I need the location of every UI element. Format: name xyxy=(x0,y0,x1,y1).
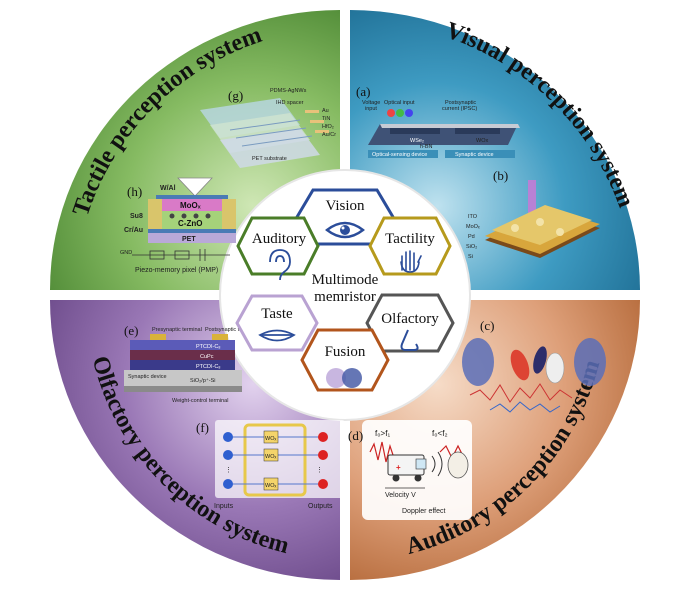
hex-auditory-label: Auditory xyxy=(252,231,307,247)
svg-text:MoOₓ: MoOₓ xyxy=(180,201,201,210)
panel-c: (c) xyxy=(462,318,606,413)
svg-text:WOₓ: WOₓ xyxy=(265,483,276,489)
svg-text:Postsynaptic terminal: Postsynaptic terminal xyxy=(205,327,257,333)
panel-a: (a) Voltage input Optical input Postsyna… xyxy=(356,84,520,158)
svg-text:Velocity V: Velocity V xyxy=(385,492,416,499)
eye-icon xyxy=(325,221,365,239)
svg-text:(f): (f) xyxy=(196,420,209,435)
svg-text:HfO₂: HfO₂ xyxy=(322,124,334,130)
svg-text:h-BN: h-BN xyxy=(420,144,433,150)
nose-icon xyxy=(400,329,419,351)
svg-text:input: input xyxy=(365,106,377,112)
svg-text:W/Al: W/Al xyxy=(160,185,176,192)
svg-text:Pd: Pd xyxy=(468,234,475,240)
hex-tactility: Tactility xyxy=(368,216,452,276)
svg-text:WSe₂: WSe₂ xyxy=(410,138,424,144)
svg-text:(b): (b) xyxy=(493,168,508,183)
svg-text:f₀>f₁: f₀>f₁ xyxy=(375,429,390,438)
svg-text:TiN: TiN xyxy=(322,116,330,122)
svg-text:GND: GND xyxy=(120,250,132,256)
panel-g: (g) PDMS-AgNWs IHD spacer Au TiN HfO₂ Au… xyxy=(200,88,336,168)
svg-text:SiO₂: SiO₂ xyxy=(466,244,477,250)
hex-vision: Vision xyxy=(295,188,395,246)
svg-text:Si: Si xyxy=(468,254,473,260)
hex-taste: Taste xyxy=(235,294,319,352)
svg-text:(c): (c) xyxy=(480,318,494,333)
svg-text:Cr/Au: Cr/Au xyxy=(124,227,143,234)
hex-olfactory-label: Olfactory xyxy=(381,311,439,327)
svg-text:(h): (h) xyxy=(127,184,142,199)
panel-b: (b) ITO MoOₓ Pd SiO₂ Si xyxy=(466,168,600,260)
svg-text:Su8: Su8 xyxy=(130,213,143,220)
svg-text:Au/Cr: Au/Cr xyxy=(322,132,336,138)
svg-text:PTCDI-C₈: PTCDI-C₈ xyxy=(196,344,221,350)
svg-text:(d): (d) xyxy=(348,428,363,443)
center-title-line2: memristor xyxy=(314,289,376,305)
svg-text:PET substrate: PET substrate xyxy=(252,156,287,162)
panel-f: (f) ⋮ WOₓ WOₓ WOₓ ⋮ Inputs Outputs xyxy=(196,420,345,510)
panel-d: (d) f₀>f₁ f₀<f₂ + Velocity V Doppler eff… xyxy=(348,420,472,520)
hex-taste-label: Taste xyxy=(261,306,293,322)
svg-text:SiO₂/p⁺-Si: SiO₂/p⁺-Si xyxy=(190,377,216,384)
svg-text:PET: PET xyxy=(182,236,196,243)
svg-text:Presynaptic terminal: Presynaptic terminal xyxy=(152,327,202,333)
svg-text:CuPc: CuPc xyxy=(200,354,214,360)
svg-text:Piezo-memory pixel (PMP): Piezo-memory pixel (PMP) xyxy=(135,267,218,274)
svg-text:(g): (g) xyxy=(228,88,243,103)
hand-icon xyxy=(400,250,422,273)
svg-text:Synaptic device: Synaptic device xyxy=(128,374,167,380)
svg-text:Au: Au xyxy=(322,108,329,114)
svg-text:(a): (a) xyxy=(356,84,370,99)
hex-fusion: Fusion xyxy=(300,328,390,392)
svg-text:Postsynaptic: Postsynaptic xyxy=(445,100,476,106)
svg-text:Doppler effect: Doppler effect xyxy=(402,508,446,515)
ear-icon xyxy=(269,249,291,281)
svg-text:f₀<f₂: f₀<f₂ xyxy=(432,429,448,438)
svg-text:current (IPSC): current (IPSC) xyxy=(442,106,477,112)
svg-text:IHD spacer: IHD spacer xyxy=(276,100,304,106)
svg-text:PDMS-AgNWs: PDMS-AgNWs xyxy=(270,88,307,94)
panel-e: (e) Presynaptic terminal Postsynaptic te… xyxy=(124,323,257,404)
svg-text:Synaptic device: Synaptic device xyxy=(455,152,494,158)
hex-fusion-label: Fusion xyxy=(325,344,366,360)
svg-text:⋮: ⋮ xyxy=(225,467,232,474)
svg-text:WOₓ: WOₓ xyxy=(265,436,276,442)
hex-auditory: Auditory xyxy=(236,216,320,281)
svg-text:(e): (e) xyxy=(124,323,138,338)
svg-text:⋮: ⋮ xyxy=(316,467,323,474)
svg-text:WOx: WOx xyxy=(476,138,488,144)
panel-h: (h) W/Al MoOₓ C-ZnO Su8 Cr/Au PET GND Pi… xyxy=(120,177,236,274)
svg-text:ITO: ITO xyxy=(468,214,478,220)
hex-vision-label: Vision xyxy=(325,198,365,214)
svg-text:Inputs: Inputs xyxy=(214,503,234,510)
svg-text:Weight-control terminal: Weight-control terminal xyxy=(172,398,228,404)
svg-text:Optical-sensing device: Optical-sensing device xyxy=(372,152,427,158)
hex-olfactory: Olfactory xyxy=(365,293,455,353)
svg-text:WOₓ: WOₓ xyxy=(265,454,276,460)
svg-text:PTCDI-C₈: PTCDI-C₈ xyxy=(196,364,221,370)
svg-text:MoOₓ: MoOₓ xyxy=(466,224,480,230)
lips-icon xyxy=(258,329,296,342)
hex-tactility-label: Tactility xyxy=(385,231,435,247)
svg-text:C-ZnO: C-ZnO xyxy=(178,219,202,228)
svg-text:Optical input: Optical input xyxy=(384,100,415,106)
svg-text:Outputs: Outputs xyxy=(308,503,333,510)
svg-text:+: + xyxy=(396,463,401,472)
svg-text:Voltage: Voltage xyxy=(362,100,380,106)
center-title-line1: Multimode xyxy=(312,272,379,288)
overlapping-circles-icon xyxy=(326,368,362,388)
